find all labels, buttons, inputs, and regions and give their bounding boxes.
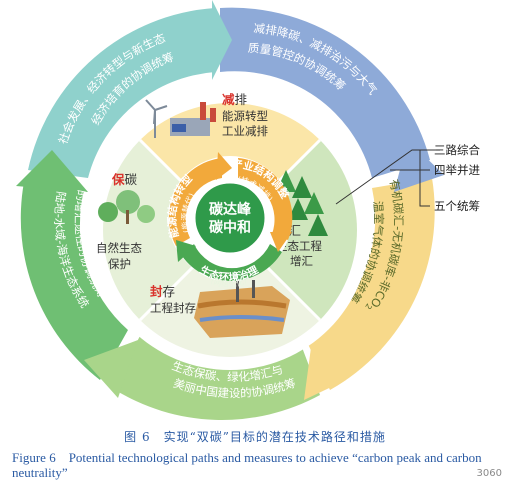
sector-bottom-title: 封存 [150, 284, 175, 299]
nature-illustration [98, 190, 155, 224]
caption-chinese: 图 6 实现“双碳”目标的潜在技术路径和措施 [124, 430, 386, 444]
legend-label-1: 三路综合 [434, 143, 480, 157]
inner-arc-left [168, 158, 222, 246]
outer-segment-top-right [220, 7, 430, 178]
inner-arc-bottom [182, 244, 282, 281]
sector-right [230, 140, 357, 320]
center-hub: 碳达峰 碳中和 [192, 180, 268, 256]
arrow-head-top-right [394, 140, 444, 192]
wind-turbine-icon [145, 99, 168, 125]
legend [335, 149, 440, 207]
sector-left-line1: 自然生态 [96, 241, 142, 255]
solar-panel-icon [172, 124, 186, 132]
outer-ring [16, 0, 444, 420]
outer-segment-top-left [28, 8, 215, 178]
sector-top-title: 减排 [222, 92, 248, 107]
outer-segment-right [306, 178, 435, 390]
caption-english: Figure 6 Potential technological paths a… [12, 450, 482, 480]
inner-arrow-left [216, 152, 232, 180]
sector-left-line2: 保护 [108, 257, 131, 271]
inner-arc-bottom-sub: (网络优化) [209, 276, 248, 289]
sector-left-title: 保碳 [111, 172, 138, 187]
center-label-line2: 碳中和 [209, 219, 251, 236]
sector-right-line2: 增汇 [290, 254, 313, 268]
arrow-head-right [304, 340, 346, 400]
factory-illustration [145, 99, 216, 138]
inner-arrow-bottom [176, 240, 196, 262]
sector-top-line2: 工业减排 [222, 124, 268, 138]
legend-line-3 [419, 149, 440, 207]
sector-bottom-line1: 工程封存 [150, 301, 196, 315]
legend-label-3: 五个统筹 [434, 199, 480, 213]
arrow-head-bottom [84, 340, 138, 398]
sector-left [103, 140, 230, 320]
sector-right-line1: 生态工程 [276, 239, 322, 253]
inner-arrow-right [270, 232, 292, 252]
watermark: 3060 [476, 468, 502, 479]
sector-top-line1: 能源转型 [222, 109, 268, 123]
inner-arc-right [238, 158, 293, 240]
arrow-head-left [16, 150, 88, 192]
storage-illustration [194, 280, 290, 338]
center-label-line1: 碳达峰 [209, 201, 252, 218]
legend-label-2: 四举并进 [434, 163, 480, 177]
arrow-head-top-left [212, 0, 232, 80]
outer-segment-left [20, 182, 128, 380]
